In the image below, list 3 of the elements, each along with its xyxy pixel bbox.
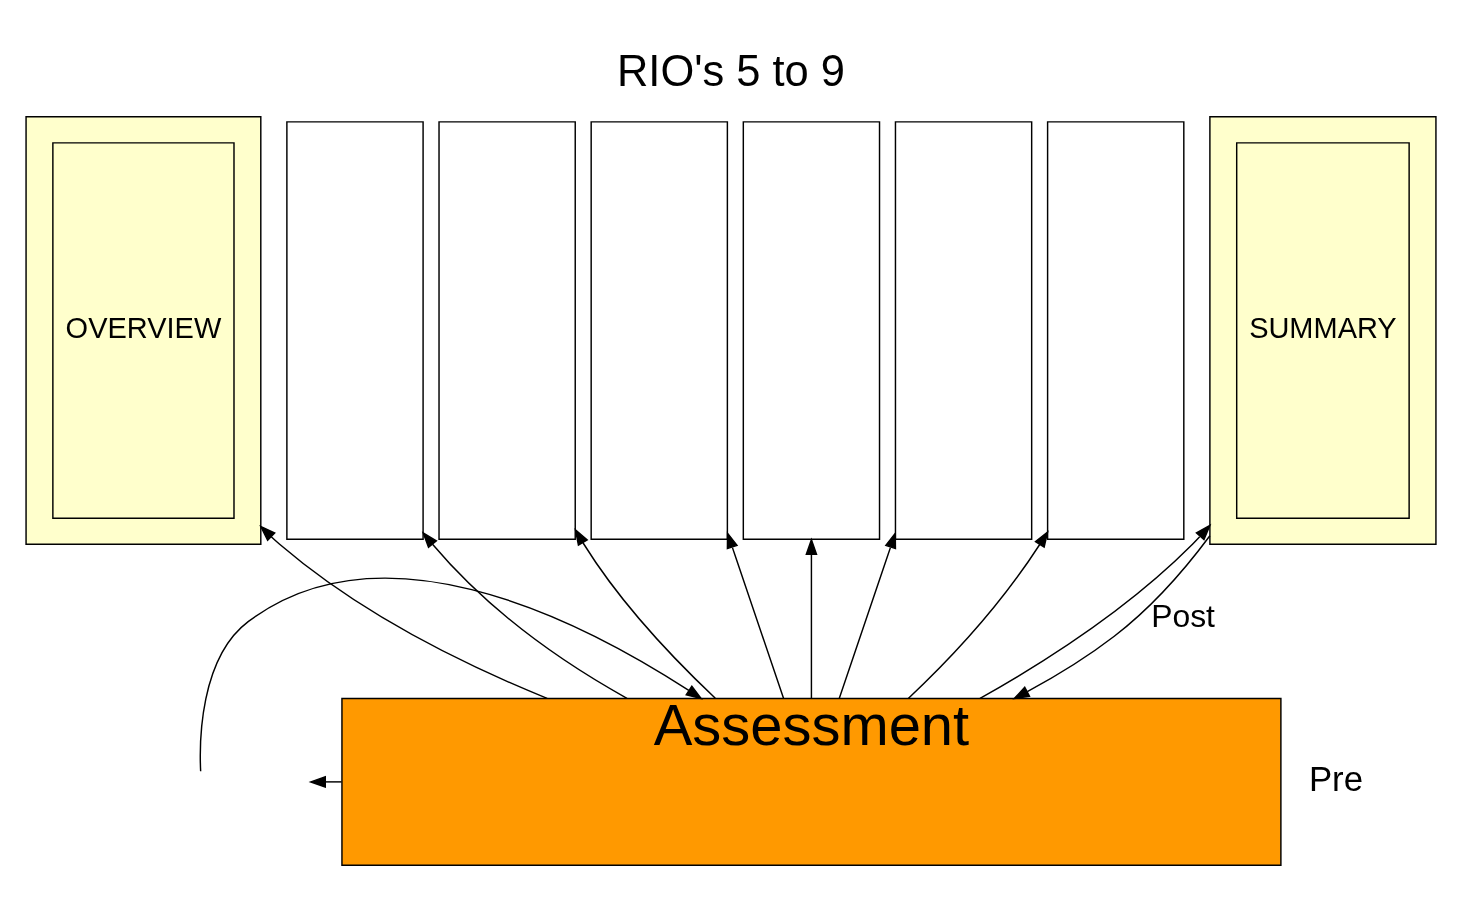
edge-label: Post (1151, 597, 1215, 634)
label: Pre (1308, 759, 1364, 798)
diagram-title: RIO's 5 to 9 (616, 46, 846, 95)
